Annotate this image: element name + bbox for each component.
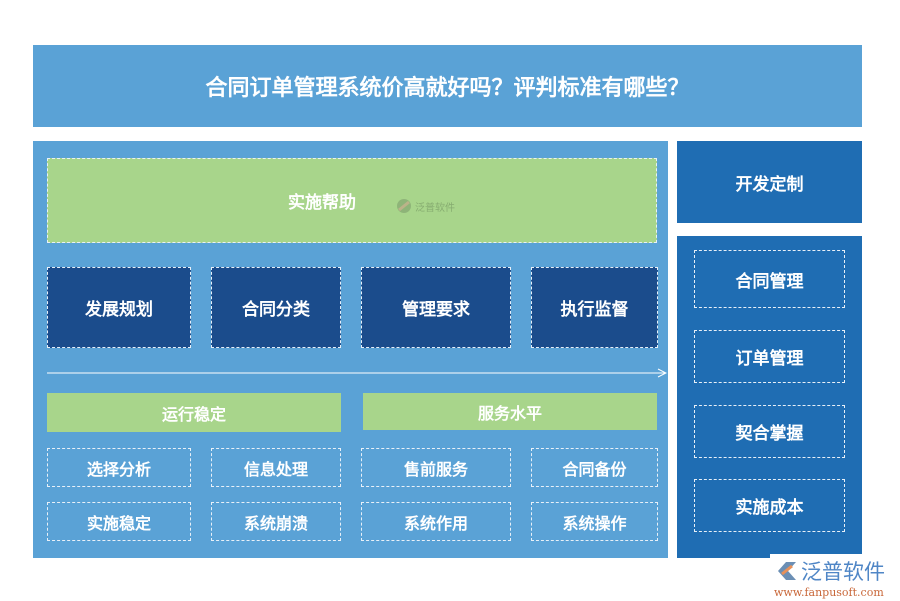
item-implementation-stable: 实施稳定 bbox=[47, 502, 191, 541]
box-management-requirements: 管理要求 bbox=[361, 267, 511, 348]
flow-arrow bbox=[47, 368, 667, 378]
fanpu-logo: 泛普软件 www.fanpusoft.com bbox=[770, 554, 889, 601]
fanpu-logo-icon bbox=[397, 199, 411, 213]
item-system-operation: 系统操作 bbox=[531, 502, 658, 541]
item-selection-analysis: 选择分析 bbox=[47, 448, 191, 487]
fanpu-logo-icon bbox=[778, 562, 796, 580]
logo-url: www.fanpusoft.com bbox=[774, 586, 884, 599]
item-system-crash: 系统崩溃 bbox=[211, 502, 341, 541]
box-execution-supervision: 执行监督 bbox=[531, 267, 658, 348]
right-item-order-management: 订单管理 bbox=[694, 330, 845, 383]
item-contract-backup: 合同备份 bbox=[531, 448, 658, 487]
implementation-help-bar: 实施帮助 bbox=[47, 158, 657, 243]
box-development-plan: 发展规划 bbox=[47, 267, 191, 348]
item-info-processing: 信息处理 bbox=[211, 448, 341, 487]
right-item-fit-mastery: 契合掌握 bbox=[694, 405, 845, 458]
watermark-logo: 泛普软件 bbox=[396, 198, 455, 214]
custom-development-box: 开发定制 bbox=[677, 141, 862, 223]
right-panel bbox=[677, 236, 862, 558]
item-system-function: 系统作用 bbox=[361, 502, 511, 541]
group-header-service: 服务水平 bbox=[363, 393, 657, 430]
right-item-implementation-cost: 实施成本 bbox=[694, 479, 845, 532]
implementation-help-label: 实施帮助 bbox=[288, 193, 356, 213]
group-header-stability: 运行稳定 bbox=[47, 393, 341, 432]
watermark-text: 泛普软件 bbox=[415, 202, 455, 214]
page-title: 合同订单管理系统价高就好吗？评判标准有哪些？ bbox=[33, 45, 862, 127]
box-contract-category: 合同分类 bbox=[211, 267, 341, 348]
logo-name: 泛普软件 bbox=[801, 560, 885, 584]
item-presales-service: 售前服务 bbox=[361, 448, 511, 487]
right-item-contract-management: 合同管理 bbox=[694, 250, 845, 308]
